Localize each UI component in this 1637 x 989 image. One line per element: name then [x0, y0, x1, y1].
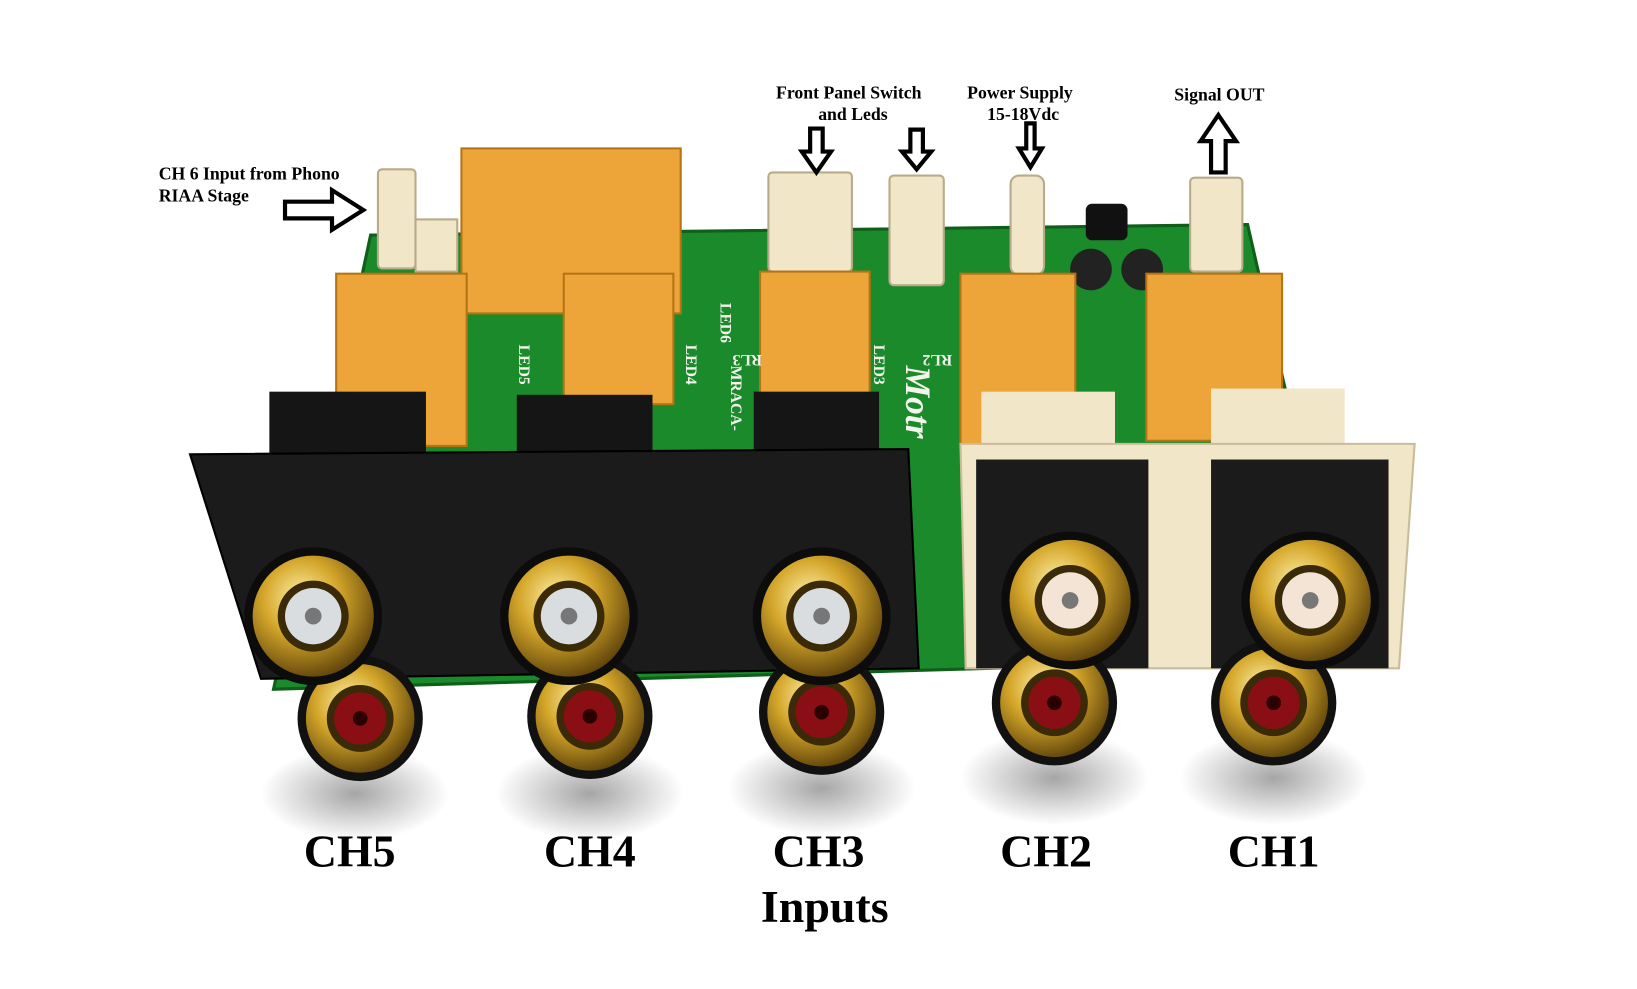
relay — [562, 272, 675, 406]
jack-pin-hole — [1047, 695, 1062, 711]
shadows — [261, 730, 1368, 841]
silk-led3: LED3 — [870, 345, 887, 385]
silk-rl2: RL2 — [922, 351, 952, 368]
front-panel-connector-1 — [767, 171, 853, 273]
jack-pin-hole — [1061, 592, 1079, 609]
jack-pin-hole — [582, 709, 598, 724]
power-connector — [1009, 174, 1046, 276]
arrow-down-icon — [897, 127, 936, 173]
channel-label-ch4: CH4 — [544, 826, 636, 877]
signal-out-connector — [1189, 176, 1244, 273]
power-supply-label-2: 15-18Vdc — [987, 104, 1059, 124]
riaa-input-connector — [376, 168, 417, 270]
channel-label-ch1: CH1 — [1228, 826, 1320, 877]
inputs-label: Inputs — [761, 881, 889, 932]
channel-label-ch5: CH5 — [304, 826, 396, 877]
front-panel-connector-2 — [888, 174, 945, 287]
jack-pin-hole — [814, 704, 829, 720]
jack-pin-hole — [813, 607, 830, 625]
capacitor — [1070, 248, 1112, 291]
front-panel-label-2: and Leds — [818, 104, 888, 124]
transistor — [1085, 203, 1128, 241]
silk-led5: LED5 — [515, 345, 532, 385]
arrow-up-icon — [1196, 111, 1241, 175]
channel-label-ch3: CH3 — [773, 826, 865, 877]
jack-pin-hole — [1266, 695, 1281, 711]
relay — [758, 270, 871, 404]
silk-brand: Motr — [898, 365, 938, 440]
jack-pin-hole — [560, 607, 578, 625]
channel-label-ch2: CH2 — [1000, 826, 1092, 877]
ch6-input-label-2: RIAA Stage — [159, 186, 249, 206]
header-connectors — [376, 168, 1244, 287]
power-supply-label: Power Supply — [967, 82, 1073, 102]
silk-rl3: RL3 — [732, 351, 762, 368]
jack-pin-hole — [1301, 592, 1319, 609]
arrow-down-icon — [797, 126, 836, 177]
jack-pin-hole — [304, 607, 322, 625]
arrow-right-icon — [282, 186, 368, 234]
silk-led4: LED4 — [682, 345, 699, 385]
signal-out-label: Signal OUT — [1174, 84, 1264, 104]
silk-led6: LED6 — [716, 303, 733, 343]
ch6-input-label: CH 6 Input from Phono — [159, 164, 340, 184]
arrow-down-icon — [1015, 121, 1046, 172]
jack-pin-hole — [352, 711, 368, 726]
silk-board-name: MRACA- — [727, 366, 744, 431]
rca-jacks — [244, 531, 1380, 782]
front-panel-label: Front Panel Switch — [776, 82, 922, 102]
